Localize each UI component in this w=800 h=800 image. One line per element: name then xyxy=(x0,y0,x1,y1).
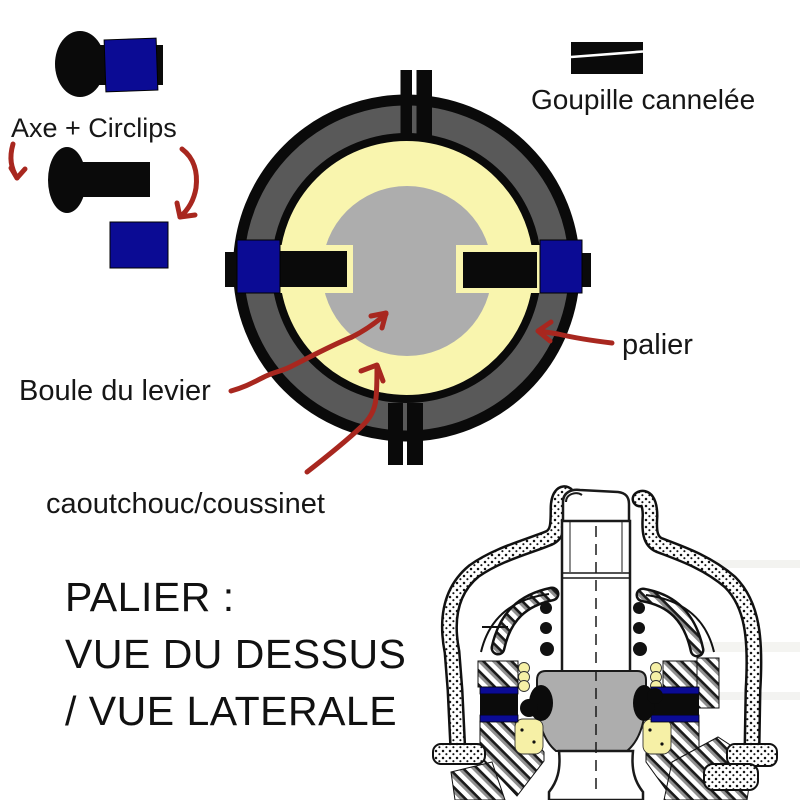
circlip-loose xyxy=(109,221,169,269)
arrow-palier xyxy=(535,319,615,346)
ball-section xyxy=(536,670,647,752)
housing-hatch-right-col xyxy=(696,657,720,709)
housing-hatch-right-top xyxy=(662,660,700,688)
shaft-knob-notch xyxy=(565,492,583,503)
axe-shaft xyxy=(62,162,150,197)
cap-outline-left xyxy=(480,593,550,653)
boule-du-levier xyxy=(322,186,492,356)
boot-right-stipple xyxy=(634,492,760,754)
pin-bottom-right-bar xyxy=(407,403,423,465)
caption-line-3: / VUE LATERALE xyxy=(65,688,398,734)
shaft-body xyxy=(560,519,632,675)
arrow-axe-left xyxy=(8,141,28,181)
cap-flange-right xyxy=(638,590,702,655)
label-boule-du-levier: Boule du levier xyxy=(19,375,211,407)
pin-top-left-bar xyxy=(400,70,412,137)
arrow-caoutchouc xyxy=(304,362,386,475)
shaft-lower xyxy=(547,749,645,800)
boot-foot-left xyxy=(432,743,486,765)
pin-top-right-bar xyxy=(416,70,432,137)
shaft-knob xyxy=(561,488,631,525)
boot-foot-right xyxy=(726,743,778,767)
circlip-left xyxy=(236,239,281,294)
pin-right-section xyxy=(633,685,700,723)
top-view-diagram xyxy=(225,70,591,465)
housing-hatch-bottom-left xyxy=(450,761,506,800)
annotation-arrows xyxy=(8,141,615,475)
label-goupille: Goupille cannelée xyxy=(531,84,756,115)
spring-dots xyxy=(540,602,647,656)
arrow-axe-right xyxy=(174,146,199,220)
label-palier: palier xyxy=(622,329,693,361)
boot-foot-bottom-right xyxy=(703,763,759,791)
axe-loose xyxy=(48,147,150,213)
axe-assembled xyxy=(55,31,163,97)
pin-right xyxy=(463,252,537,288)
circlip-mounted xyxy=(103,37,159,93)
pin-left-section xyxy=(479,685,553,723)
cap-outline-right xyxy=(645,594,715,653)
lateral-view-drawing xyxy=(432,485,800,800)
caption-line-1: PALIER : xyxy=(65,574,235,620)
label-caoutchouc-coussinet: caoutchouc/coussinet xyxy=(46,488,325,520)
housing-hatch-left-top xyxy=(477,660,519,688)
cap-flange-left xyxy=(493,589,557,653)
goupille-pin xyxy=(570,42,644,74)
label-axe-circlips: Axe + Circlips xyxy=(11,113,177,143)
boot-left-stipple xyxy=(443,487,573,758)
arrow-boule xyxy=(228,310,389,394)
circlip-right xyxy=(539,239,583,294)
pin-left xyxy=(278,251,347,287)
pin-left-stub xyxy=(225,252,239,287)
cushions xyxy=(514,662,672,755)
pin-bottom-left-bar xyxy=(388,403,403,465)
caption-line-2: VUE DU DESSUS xyxy=(65,631,407,677)
